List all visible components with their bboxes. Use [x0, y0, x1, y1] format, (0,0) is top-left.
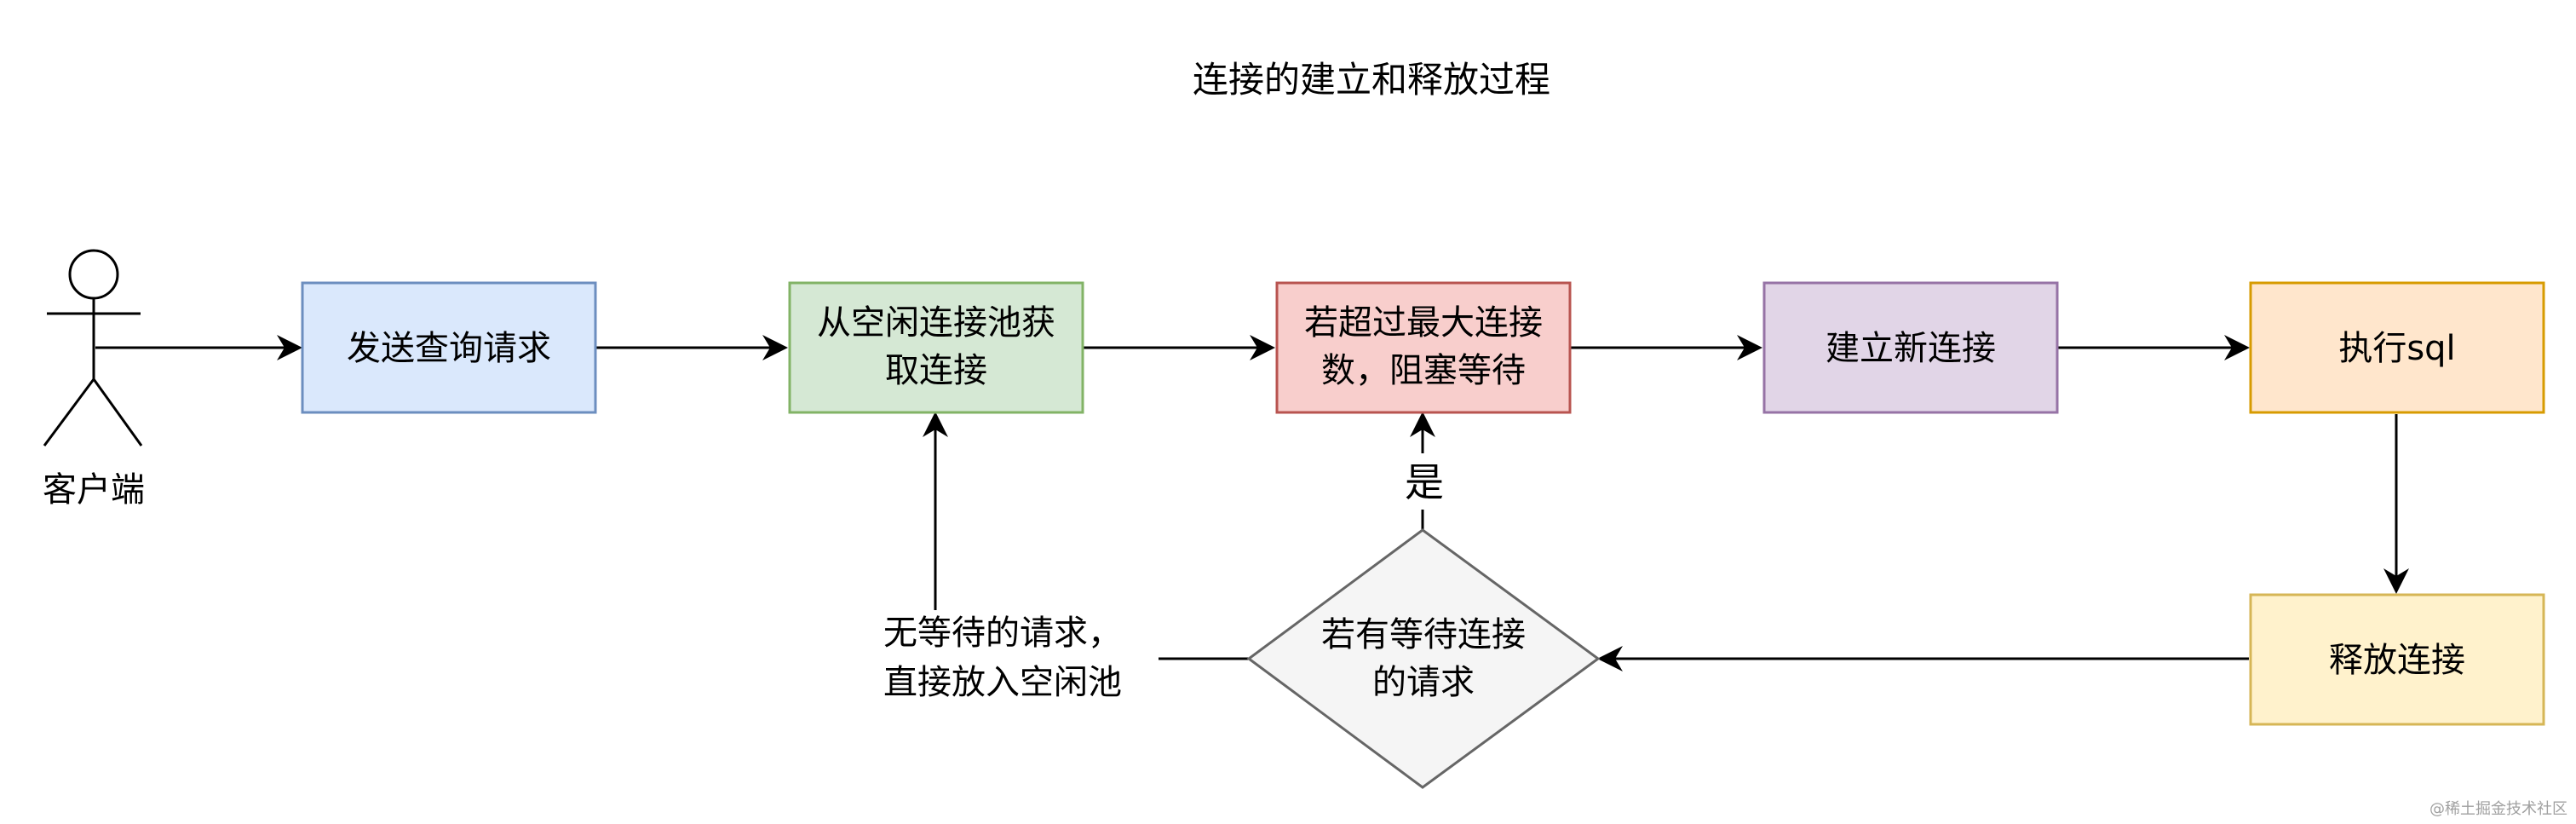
- edge-label-no-line2: 直接放入空闲池: [883, 663, 1122, 702]
- node-fetch-connection-label-line1: 从空闲连接池获: [817, 303, 1055, 343]
- actor-client: 客户端: [43, 249, 145, 510]
- node-decision-waiting-label-line2: 的请求: [1372, 663, 1475, 702]
- node-release-connection-label: 释放连接: [2329, 641, 2465, 680]
- node-execute-sql-label: 执行sql: [2338, 329, 2455, 368]
- edge-label-no-line1: 无等待的请求，: [883, 614, 1122, 653]
- actor-label: 客户端: [43, 470, 145, 510]
- node-execute-sql: 执行sql: [2249, 281, 2545, 414]
- watermark: @稀土掘金技术社区: [2429, 800, 2567, 818]
- node-block-wait-label-line2: 数，阻塞等待: [1321, 351, 1526, 390]
- node-decision-waiting-label-line1: 若有等待连接: [1321, 615, 1526, 654]
- node-fetch-connection: 从空闲连接池获 取连接: [788, 281, 1084, 414]
- diagram-title: 连接的建立和释放过程: [1193, 59, 1550, 101]
- edge-label-no: 无等待的请求， 直接放入空闲池: [883, 614, 1122, 702]
- node-execute-sql-box: [2249, 281, 2545, 414]
- edge-label-yes: 是: [1405, 459, 1444, 505]
- node-create-connection-box: [1762, 281, 2059, 414]
- node-send-query-label: 发送查询请求: [347, 329, 551, 368]
- node-decision-waiting-diamond: [1246, 528, 1601, 789]
- node-decision-waiting: 若有等待连接 的请求: [1246, 528, 1601, 789]
- node-fetch-connection-box: [788, 281, 1084, 414]
- node-fetch-connection-label-line2: 取连接: [885, 351, 987, 390]
- node-block-wait: 若超过最大连接 数，阻塞等待: [1275, 281, 1572, 414]
- actor-right-leg: [92, 378, 143, 447]
- node-release-connection-box: [2249, 593, 2545, 726]
- node-block-wait-label-line1: 若超过最大连接: [1304, 303, 1543, 343]
- node-block-wait-box: [1275, 281, 1572, 414]
- node-create-connection-label: 建立新连接: [1826, 329, 1996, 368]
- node-release-connection: 释放连接: [2249, 593, 2545, 726]
- actor-left-leg: [43, 378, 95, 447]
- actor-head: [68, 249, 119, 300]
- node-send-query-box: [301, 281, 597, 414]
- node-send-query: 发送查询请求: [301, 281, 597, 414]
- edges: [95, 335, 2409, 671]
- node-create-connection: 建立新连接: [1762, 281, 2059, 414]
